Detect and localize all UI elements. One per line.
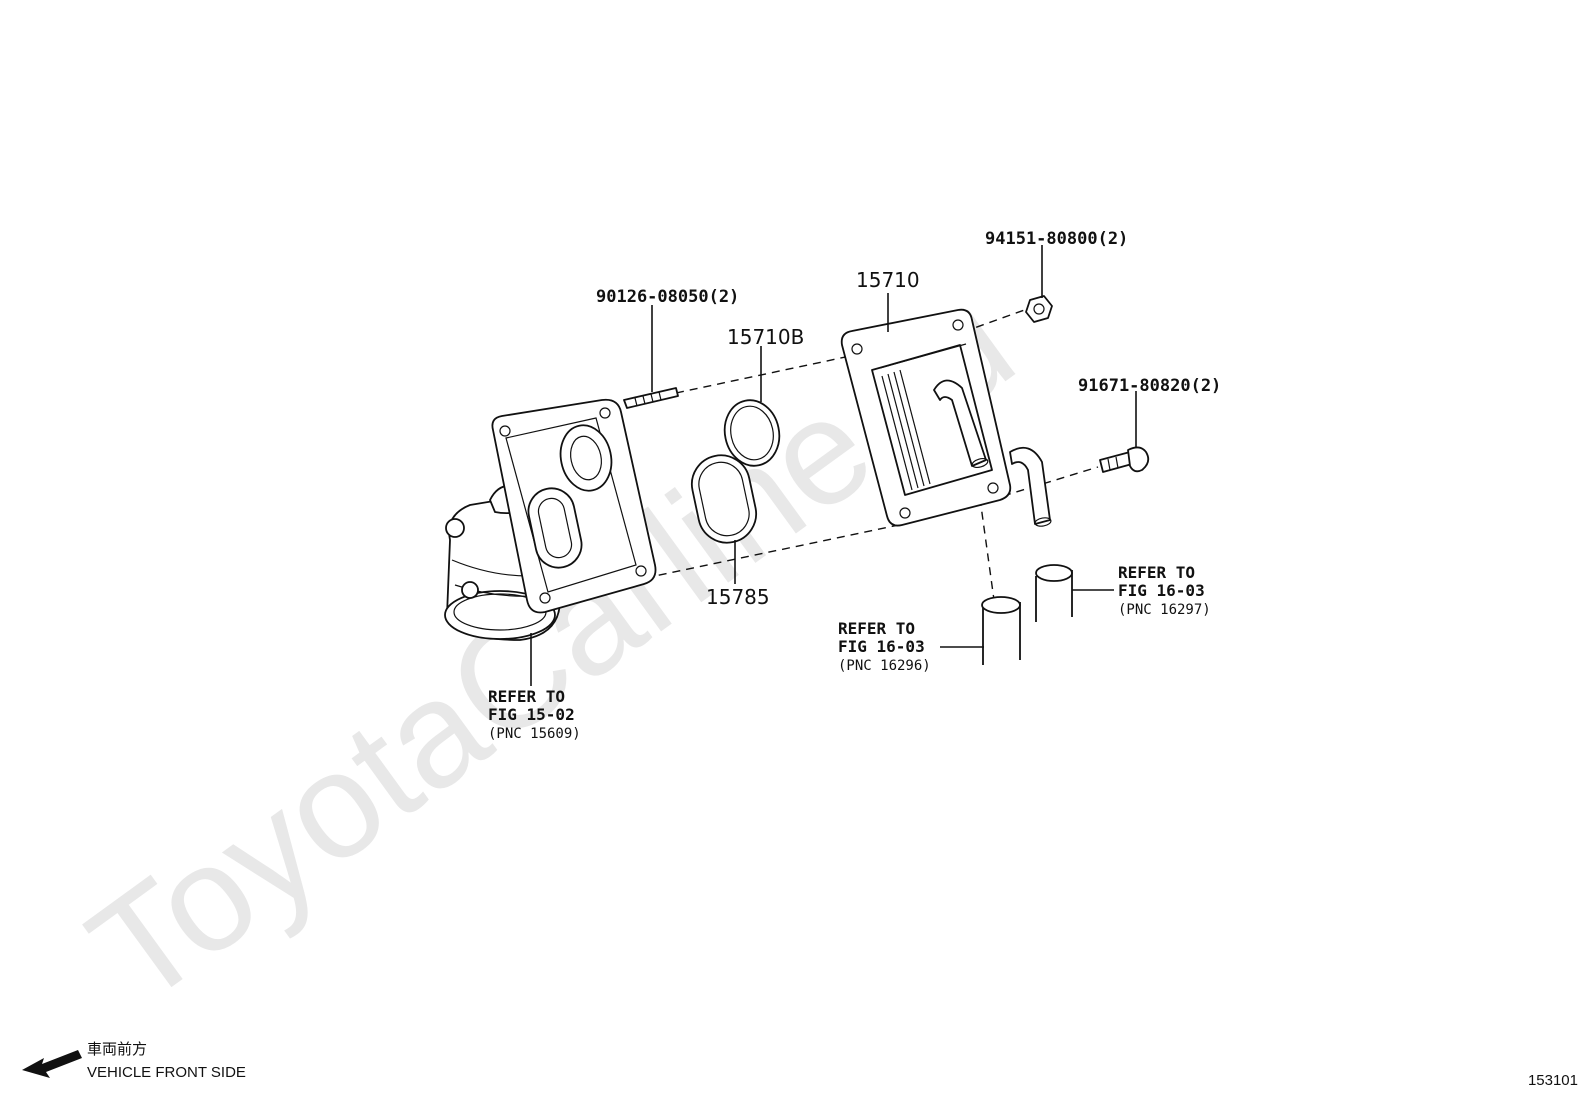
oil-cooler — [840, 308, 1052, 527]
nut — [1025, 295, 1053, 323]
ref-hose-right: REFER TO FIG 16-03 (PNC 16297) — [1118, 563, 1211, 618]
label-bolt: 91671-80820(2) — [1078, 376, 1221, 396]
oil-filter-bracket — [444, 398, 657, 641]
o-ring-15710b — [723, 399, 781, 467]
ref-bracket: REFER TO FIG 15-02 (PNC 15609) — [488, 687, 581, 742]
label-o-ring: 15710B — [727, 325, 804, 349]
label-gasket: 15785 — [706, 585, 770, 609]
svg-text:(PNC 15609): (PNC 15609) — [488, 726, 581, 742]
front-arrow-icon — [22, 1050, 82, 1078]
gasket-15785 — [690, 454, 758, 544]
vehicle-front-indicator: 車両前方 VEHICLE FRONT SIDE — [22, 1041, 246, 1081]
svg-text:(PNC 16296): (PNC 16296) — [838, 658, 931, 674]
label-oil-cooler: 15710 — [856, 268, 920, 292]
label-stud-bolt: 90126-08050(2) — [596, 287, 739, 307]
hose-left — [981, 596, 1021, 665]
svg-text:(PNC 16297): (PNC 16297) — [1118, 602, 1211, 618]
label-nut: 94151-80800(2) — [985, 229, 1128, 249]
svg-text:FIG 16-03: FIG 16-03 — [1118, 581, 1205, 600]
stud-bolt — [623, 387, 679, 409]
hose-right — [1035, 564, 1073, 622]
front-label-en: VEHICLE FRONT SIDE — [87, 1064, 246, 1081]
ref-hose-left: REFER TO FIG 16-03 (PNC 16296) — [838, 619, 931, 674]
front-label-jp: 車両前方 — [87, 1041, 147, 1058]
figure-number: 153101 — [1528, 1072, 1578, 1089]
leader-lines — [530, 245, 1137, 686]
bolt — [1099, 446, 1150, 473]
svg-text:FIG 15-02: FIG 15-02 — [488, 705, 575, 724]
svg-text:REFER TO: REFER TO — [488, 687, 565, 706]
svg-text:REFER TO: REFER TO — [838, 619, 915, 638]
svg-text:REFER TO: REFER TO — [1118, 563, 1195, 582]
svg-text:FIG 16-03: FIG 16-03 — [838, 637, 925, 656]
